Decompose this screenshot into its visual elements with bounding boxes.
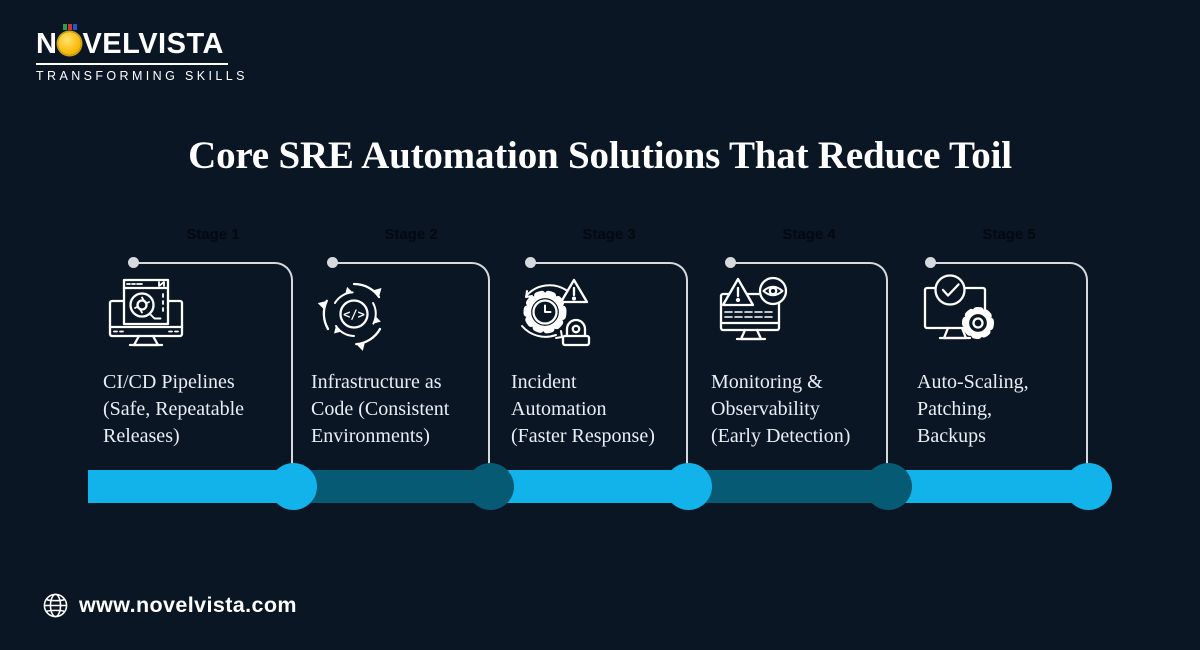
svg-text:</>: </> (343, 308, 365, 322)
stage-description-line: Backups (917, 425, 986, 447)
stage-label: Stage 1 (186, 226, 240, 243)
globe-icon (43, 593, 68, 618)
timeline-node (864, 463, 912, 510)
stage-connector-line (332, 262, 490, 468)
stage-description-line: Environments) (311, 425, 430, 447)
logo-tagline: TRANSFORMING SKILLS (36, 69, 248, 83)
stage-connector-dot (327, 257, 338, 268)
website-url: www.novelvista.com (79, 593, 297, 617)
stage-description-line: Patching, (917, 398, 992, 420)
logo-name-first: N (36, 28, 58, 60)
stage-description-line: Incident (511, 371, 577, 393)
timeline-segment (88, 470, 293, 503)
stage-connector-line (530, 262, 688, 468)
stage-connector-line (133, 262, 293, 468)
stage-description-line: Monitoring & (711, 371, 823, 393)
stage-connector-line (930, 262, 1088, 468)
stage-connector-line (730, 262, 888, 468)
stage-description-line: (Faster Response) (511, 425, 655, 447)
cicd-pipeline-monitor-icon (103, 274, 189, 354)
stage-description-line: Auto-Scaling, (917, 371, 1029, 393)
stage-connector-dot (925, 257, 936, 268)
stage-connector-dot (525, 257, 536, 268)
stage-description-line: (Safe, Repeatable (103, 398, 245, 420)
stage-description-line: Automation (511, 398, 607, 420)
stage-label: Stage 3 (582, 226, 636, 243)
timeline-segment (688, 470, 888, 503)
timeline-segment (888, 470, 1090, 503)
stage-description-line: (Early Detection) (711, 425, 851, 447)
timeline-node (664, 463, 712, 510)
stage-label: Stage 2 (384, 226, 438, 243)
footer: www.novelvista.com (42, 592, 297, 619)
logo-divider (36, 63, 228, 65)
timeline-node (466, 463, 514, 510)
infrastructure-as-code-icon: </> (311, 274, 397, 354)
stage-description-line: Infrastructure as (311, 371, 442, 393)
timeline-node (1064, 463, 1112, 510)
timeline-segment (490, 470, 688, 503)
stage-label: Stage 5 (982, 226, 1036, 243)
novelvista-logo: N VELVISTA TRANSFORMING SKILLS (36, 24, 248, 83)
stage-description-line: Observability (711, 398, 820, 420)
stage-description: Monitoring & Observability (Early Detectio… (711, 369, 911, 450)
stage-description: Auto-Scaling, Patching, Backups (917, 369, 1117, 450)
logo-wordmark: N VELVISTA (36, 24, 236, 60)
auto-scaling-patching-icon (917, 274, 1003, 354)
monitoring-observability-icon (711, 274, 797, 354)
stage-connector-dot (128, 257, 139, 268)
stage-description-line: Code (Consistent (311, 398, 450, 420)
stage-description-line: CI/CD Pipelines (103, 371, 235, 393)
stage-label: Stage 4 (782, 226, 836, 243)
timeline-node (269, 463, 317, 510)
timeline-segment (293, 470, 490, 503)
medal-ribbon-icon (63, 24, 78, 30)
stage-description-line: Releases) (103, 425, 180, 447)
stage-connector-dot (725, 257, 736, 268)
medal-o-icon (58, 24, 82, 55)
logo-name-rest: VELVISTA (82, 28, 224, 60)
page-title: Core SRE Automation Solutions That Reduc… (188, 134, 1012, 177)
incident-automation-icon (511, 274, 597, 354)
